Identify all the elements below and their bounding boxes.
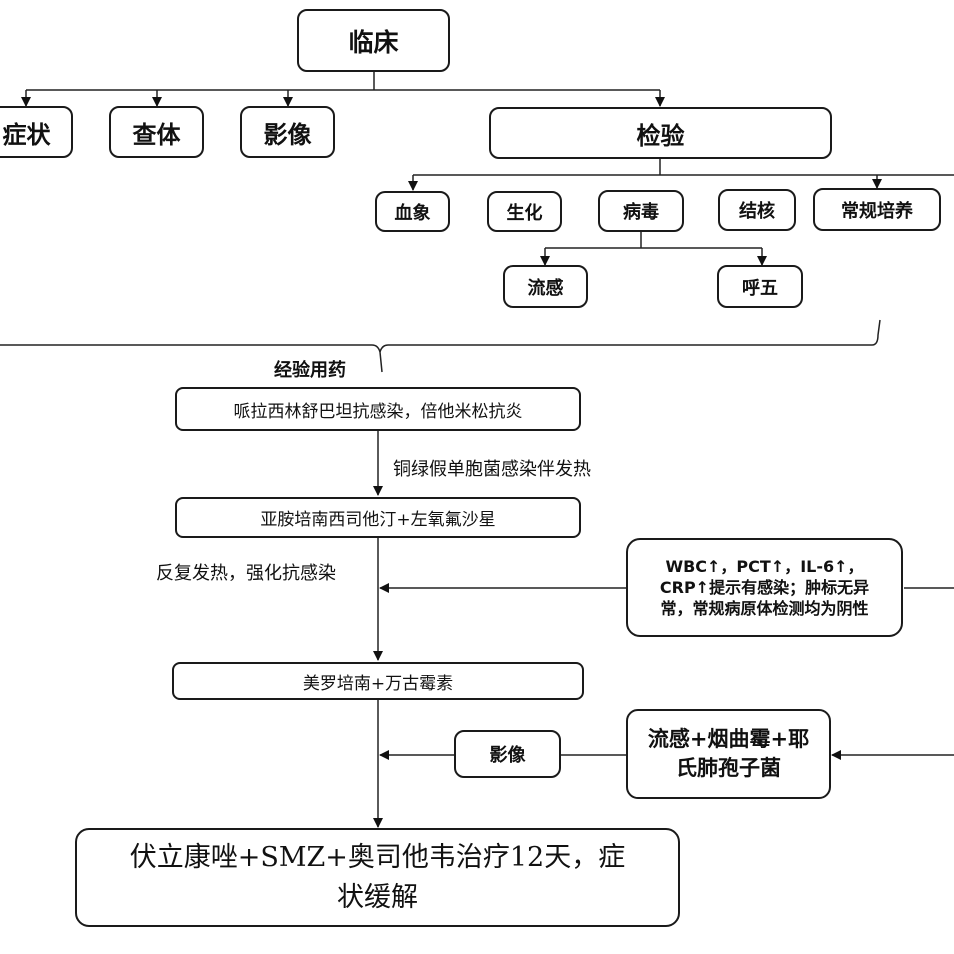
- node-symptom-label: 症状: [2, 120, 51, 149]
- brace-label-empirical-therapy: 经验用药: [274, 360, 346, 381]
- note-imaging-label: 影像: [489, 745, 526, 766]
- note-lab-findings[interactable]: WBC↑，PCT↑，IL-6↑，CRP↑提示有感染；肿标无异常，常规病原体检测均…: [626, 538, 903, 637]
- node-tuberculosis[interactable]: 结核: [718, 189, 796, 231]
- node-biochemistry-label: 生化: [506, 202, 543, 224]
- node-lab[interactable]: 检验: [489, 107, 832, 159]
- node-biochemistry[interactable]: 生化: [487, 191, 562, 232]
- node-blood-routine-label: 血象: [394, 202, 431, 224]
- step-1-piperacillin[interactable]: 哌拉西林舒巴坦抗感染，倍他米松抗炎: [175, 387, 581, 431]
- node-respiratory-five[interactable]: 呼五: [717, 265, 803, 308]
- node-imaging[interactable]: 影像: [240, 106, 335, 158]
- node-symptom[interactable]: 症状: [0, 106, 73, 158]
- step-2-imipenem[interactable]: 亚胺培南西司他汀+左氧氟沙星: [175, 497, 581, 538]
- node-physical-exam[interactable]: 查体: [109, 106, 204, 158]
- node-routine-culture[interactable]: 常规培养: [813, 188, 941, 231]
- node-tuberculosis-label: 结核: [739, 201, 775, 222]
- node-lab-label: 检验: [636, 121, 685, 150]
- step-2-label: 亚胺培南西司他汀+左氧氟沙星: [260, 510, 496, 530]
- edge-label-pseudomonas: 铜绿假单胞菌感染伴发热: [393, 459, 591, 480]
- note-imaging[interactable]: 影像: [454, 730, 561, 778]
- edge-label-recurrent-fever: 反复发热，强化抗感染: [156, 563, 336, 584]
- node-imaging-label: 影像: [263, 120, 312, 149]
- node-influenza[interactable]: 流感: [503, 265, 588, 308]
- brace: [0, 319, 881, 373]
- step-3-label: 美罗培南+万古霉素: [302, 673, 454, 694]
- step-4-voriconazole[interactable]: 伏立康唑+SMZ+奥司他韦治疗12天，症状缓解: [75, 828, 680, 927]
- step-3-meropenem[interactable]: 美罗培南+万古霉素: [172, 662, 584, 700]
- note-pathogens-text: 流感+烟曲霉+耶氏肺孢子菌: [647, 727, 810, 780]
- note-lab-findings-text: WBC↑，PCT↑，IL-6↑，CRP↑提示有感染；肿标无异常，常规病原体检测均…: [659, 557, 870, 618]
- node-virus[interactable]: 病毒: [598, 190, 684, 232]
- node-virus-label: 病毒: [623, 202, 659, 223]
- step-4-label: 伏立康唑+SMZ+奥司他韦治疗12天，症状缓解: [129, 841, 626, 913]
- node-influenza-label: 流感: [527, 277, 564, 299]
- node-routine-culture-label: 常规培养: [841, 200, 913, 222]
- node-respiratory-five-label: 呼五: [742, 277, 778, 299]
- step-1-label: 哌拉西林舒巴坦抗感染，倍他米松抗炎: [233, 401, 523, 422]
- node-clinical[interactable]: 临床: [297, 9, 450, 72]
- note-pathogens[interactable]: 流感+烟曲霉+耶氏肺孢子菌: [626, 709, 831, 799]
- node-physical-exam-label: 查体: [132, 120, 181, 149]
- node-blood-routine[interactable]: 血象: [375, 191, 450, 232]
- node-clinical-label: 临床: [348, 27, 399, 57]
